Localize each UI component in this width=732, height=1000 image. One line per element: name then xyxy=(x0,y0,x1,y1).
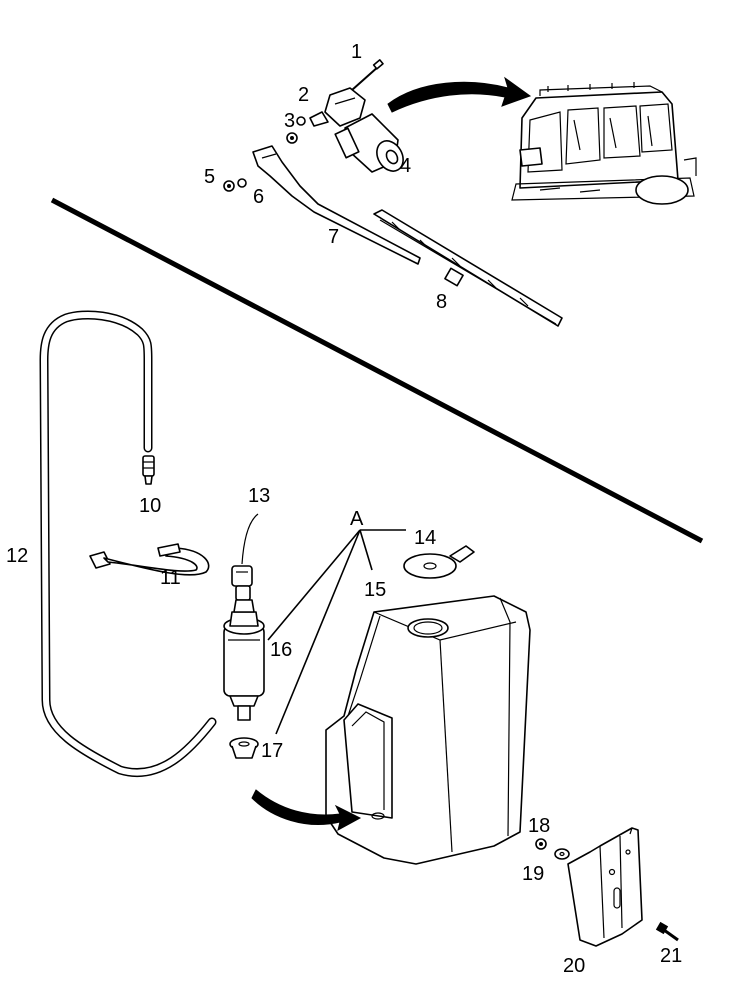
arrow-to-tank xyxy=(251,789,362,831)
part-10-nozzle-connector xyxy=(142,455,155,485)
part-1-bolt xyxy=(351,59,384,91)
part-20-mounting-bracket xyxy=(567,827,643,947)
callout-5: 5 xyxy=(204,166,215,188)
part-13-pump-connector xyxy=(231,513,259,601)
part-5-nut xyxy=(223,180,235,192)
part-7-wiper-arm xyxy=(252,145,421,265)
callout-19: 19 xyxy=(522,863,544,885)
callout-14: 14 xyxy=(414,527,436,549)
callout-13: 13 xyxy=(248,485,270,507)
tractor-cab-illustration xyxy=(511,82,697,205)
washer-reservoir-tank xyxy=(325,595,531,865)
part-6-washer xyxy=(237,178,247,188)
part-11-cable-tie xyxy=(89,543,210,576)
part-19-washer xyxy=(554,848,570,860)
part-17-grommet xyxy=(229,737,259,759)
callout-16: 16 xyxy=(270,639,292,661)
callout-7: 7 xyxy=(328,226,339,248)
callout-10: 10 xyxy=(139,495,161,517)
part-4-wiper-motor xyxy=(334,113,404,173)
arrow-to-cab xyxy=(387,76,532,113)
callout-a-leaders xyxy=(267,529,406,735)
callout-A: A xyxy=(350,508,364,530)
part-14-reservoir-cap xyxy=(403,545,475,579)
part-18-nut xyxy=(535,838,547,850)
callout-8: 8 xyxy=(436,291,447,313)
callout-11: 11 xyxy=(160,567,181,589)
callout-2: 2 xyxy=(298,84,309,106)
part-21-screw xyxy=(655,921,679,942)
part-3-nut xyxy=(286,116,306,144)
callout-21: 21 xyxy=(660,945,682,967)
callout-6: 6 xyxy=(253,186,264,208)
part-2-motor-bracket xyxy=(309,87,366,127)
callout-3: 3 xyxy=(284,110,295,132)
callout-20: 20 xyxy=(563,955,585,977)
callout-4: 4 xyxy=(400,155,411,177)
part-8-wiper-blade xyxy=(373,209,563,327)
callout-17: 17 xyxy=(261,740,283,762)
callout-1: 1 xyxy=(351,41,362,63)
part-16-washer-pump xyxy=(223,599,265,721)
part-12-washer-hose xyxy=(39,310,217,778)
section-divider-line xyxy=(50,197,704,544)
callout-12: 12 xyxy=(6,545,28,567)
callout-15: 15 xyxy=(364,579,386,601)
callout-18: 18 xyxy=(528,815,550,837)
